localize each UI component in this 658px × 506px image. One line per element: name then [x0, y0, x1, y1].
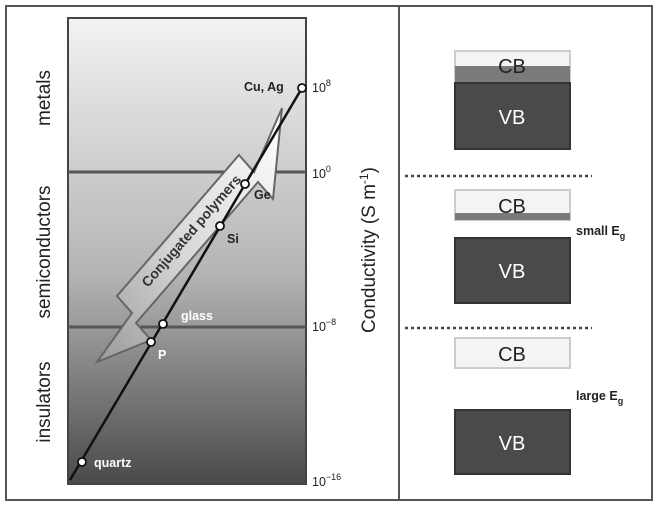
point-p: [146, 337, 156, 347]
tick-1e8: 108: [312, 78, 331, 95]
ins-cb-label: CB: [498, 344, 526, 366]
semi-cb-label: CB: [498, 196, 526, 218]
point-quartz: [77, 457, 87, 467]
label-cu-ag: Cu, Ag: [244, 80, 284, 94]
semi-vb-box: [454, 237, 571, 304]
conductivity-scale-panel: metals semiconductors insulators Conjuga…: [34, 17, 380, 489]
label-si: Si: [227, 232, 239, 246]
label-glass: glass: [181, 309, 213, 323]
label-quartz: quartz: [94, 456, 132, 470]
category-metals: metals: [34, 70, 55, 126]
outer-frame: [5, 5, 653, 501]
insulator-band-diagram: CB VB large Eg: [454, 337, 623, 475]
small-gap-label: small Eg: [576, 224, 625, 241]
metal-cb-label: CB: [498, 56, 526, 78]
metal-vb-box: [454, 82, 571, 150]
label-ge: Ge: [254, 188, 271, 202]
point-glass: [158, 319, 168, 329]
trend-line: [68, 87, 304, 481]
metal-band-diagram: CB VB: [454, 50, 571, 150]
ins-cb-box: [454, 337, 571, 369]
category-semiconductors: semiconductors: [34, 185, 55, 318]
axis-label: Conductivity (S m-1): [357, 167, 380, 333]
ins-vb-label: VB: [499, 433, 526, 455]
tick-1e0: 100: [312, 164, 331, 181]
category-insulators: insulators: [34, 361, 55, 442]
ins-vb-box: [454, 409, 571, 475]
semiconductor-band-diagram: CB VB small Eg: [454, 189, 625, 304]
tick-1e-8: 10−8: [312, 317, 336, 334]
point-si: [215, 221, 225, 231]
tick-1e-16: 10−16: [312, 472, 341, 489]
metal-vb-label: VB: [499, 107, 526, 129]
point-ge: [240, 179, 250, 189]
label-p: P: [158, 348, 166, 362]
semi-cb-lower-edge: [455, 213, 570, 220]
semi-vb-label: VB: [499, 261, 526, 283]
point-cu-ag: [297, 83, 307, 93]
metal-overlap-region: [455, 66, 570, 83]
double-arrow-shape: [94, 107, 283, 365]
large-gap-label: large Eg: [576, 389, 623, 406]
